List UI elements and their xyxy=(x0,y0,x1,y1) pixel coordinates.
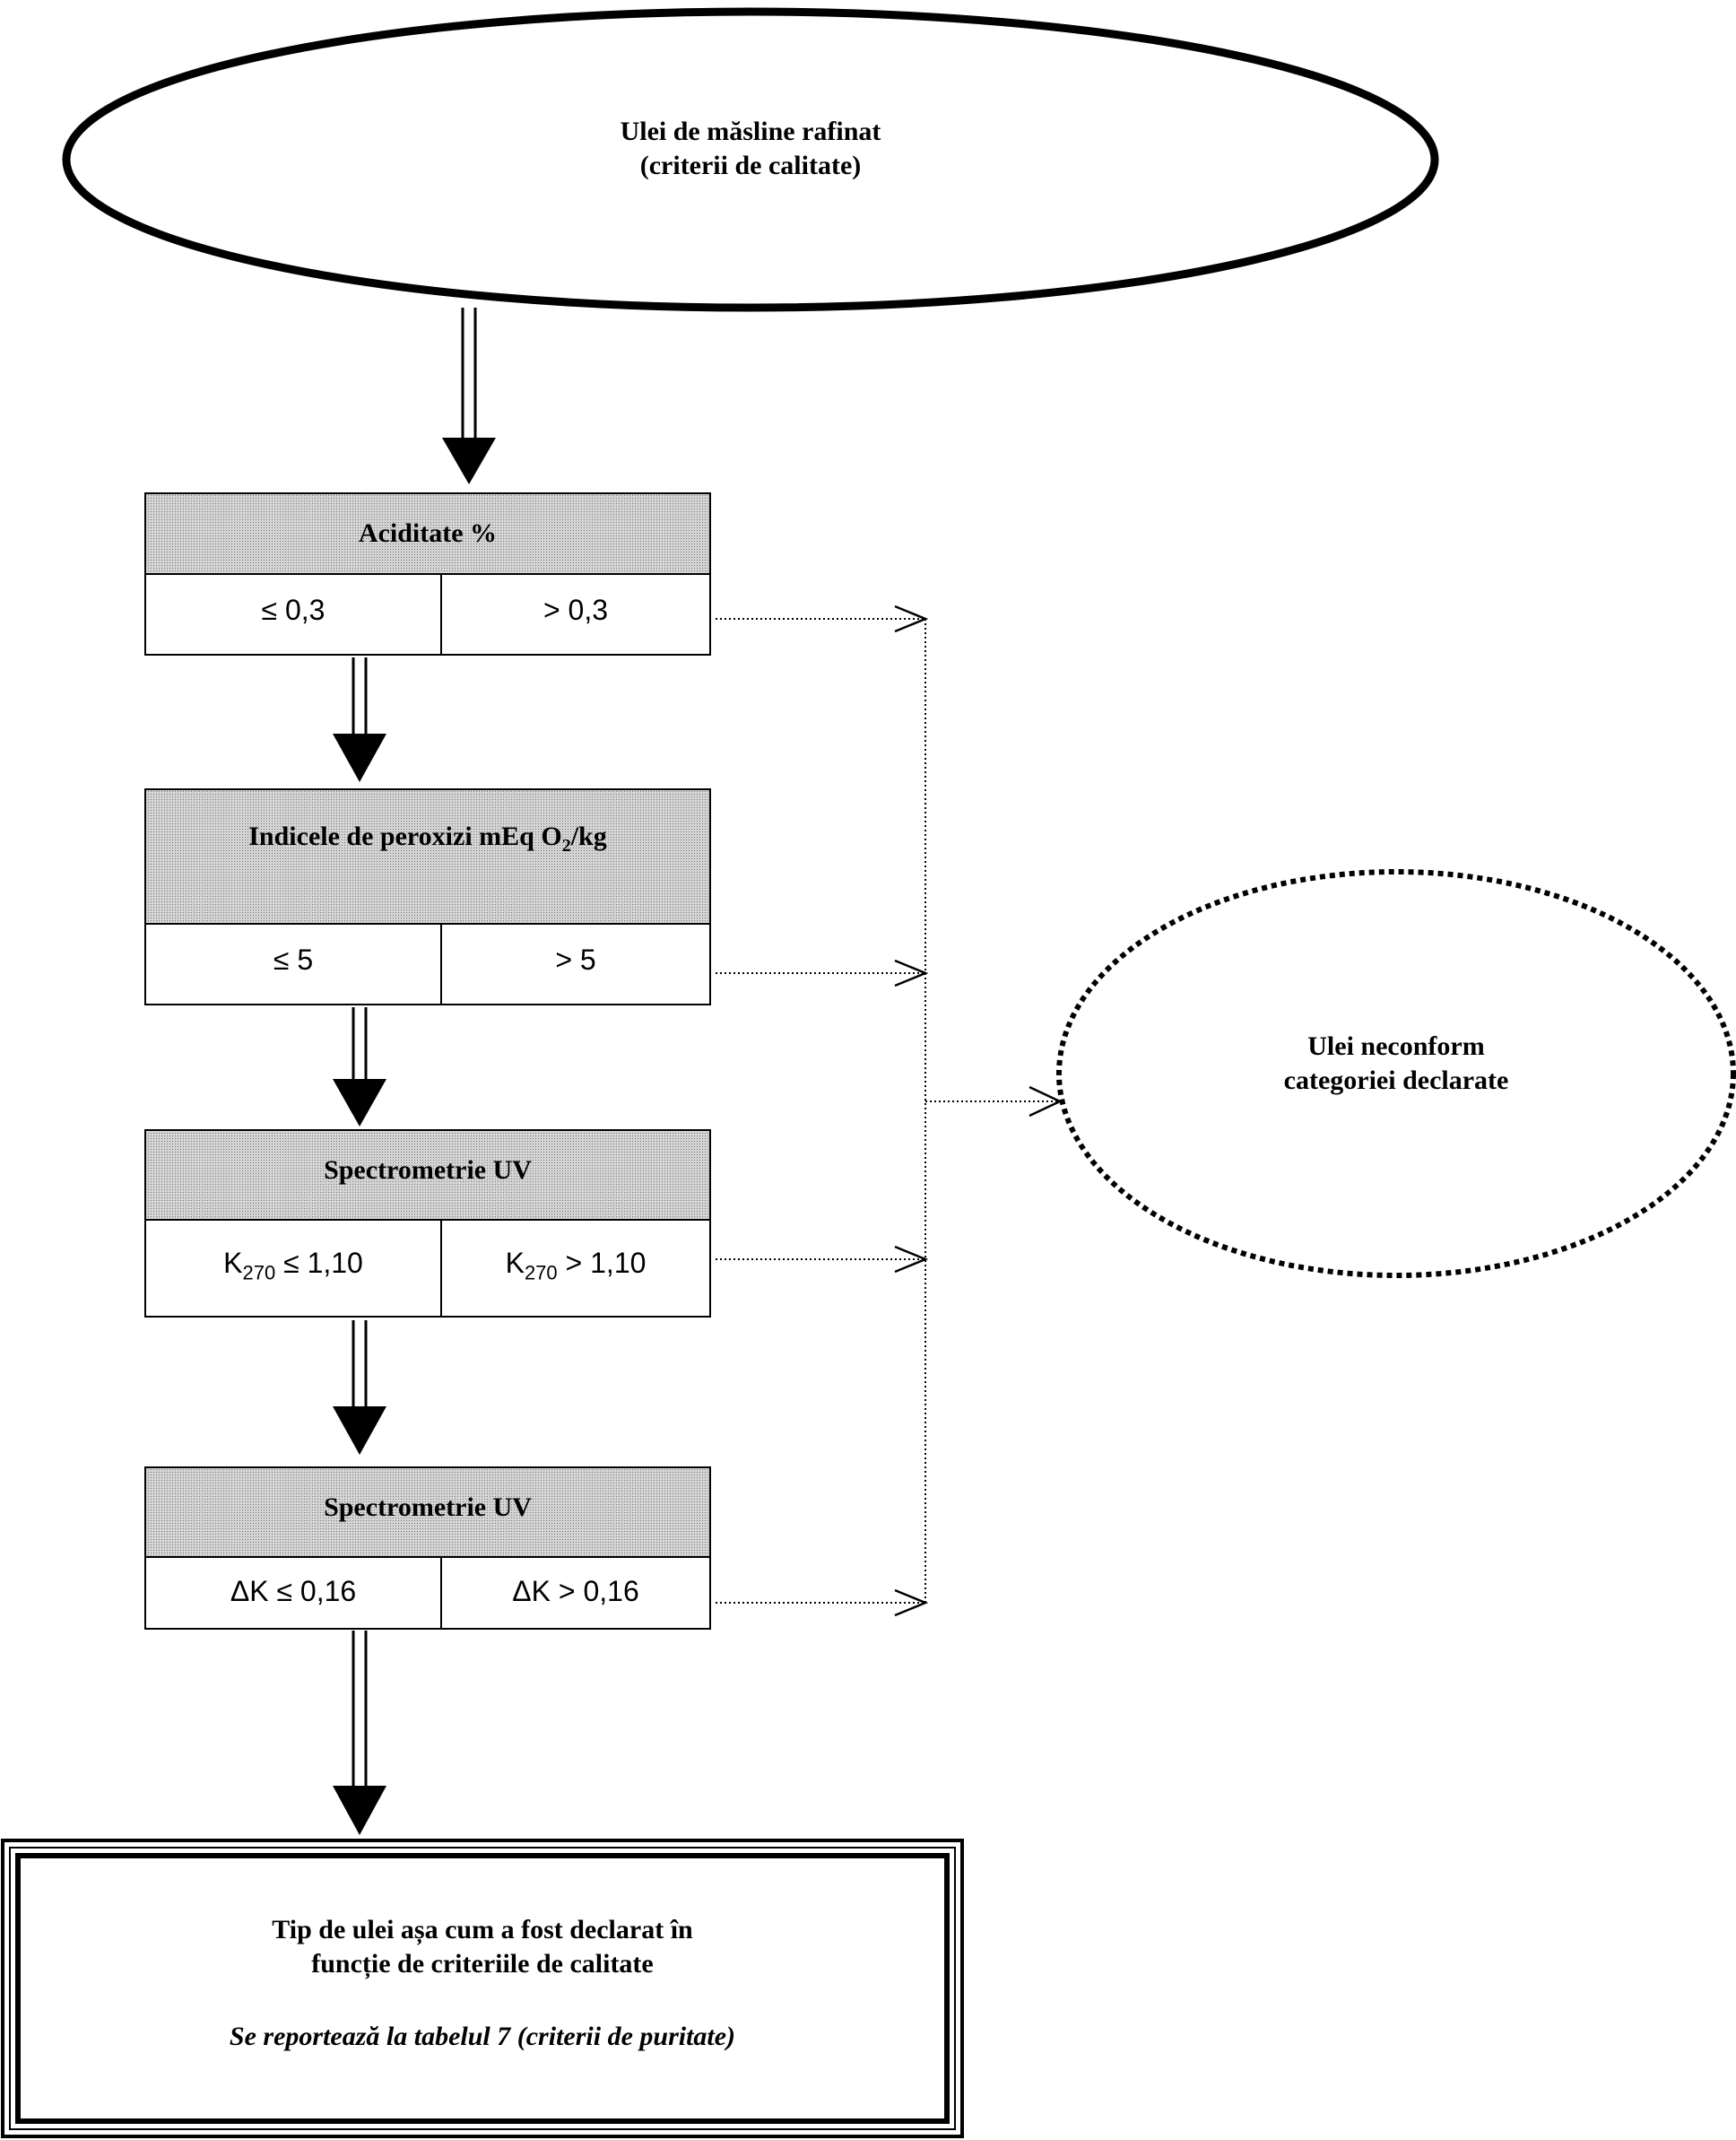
step-2-fail: > 5 xyxy=(441,924,710,996)
step-1-pass: ≤ 0,3 xyxy=(145,574,441,646)
start-line-1: Ulei de măsline rafinat xyxy=(620,117,881,146)
result-box xyxy=(1,1839,964,2138)
step-2-header-sub: 2 xyxy=(561,836,571,856)
reject-node xyxy=(1056,869,1736,1278)
flow-arrow-2 xyxy=(333,1007,386,1127)
flow-arrow-3 xyxy=(333,1320,386,1455)
step-2-pass-text: ≤ 5 xyxy=(273,944,314,976)
step-1-fail: > 0,3 xyxy=(441,574,710,646)
step-3-fail-prefix: K xyxy=(505,1246,525,1279)
step-4-header: Spectrometrie UV xyxy=(145,1467,710,1548)
step-box-peroxide xyxy=(144,788,711,1005)
step-1-header-text: Aciditate % xyxy=(358,518,498,549)
reject-line-1: Ulei neconform xyxy=(1307,1031,1485,1061)
start-node xyxy=(62,7,1439,312)
flow-arrow-4 xyxy=(333,1631,386,1835)
step-3-pass-prefix: K xyxy=(223,1246,243,1279)
step-2-header-text: Indicele de peroxizi mEq O2/kg xyxy=(248,820,606,857)
step-box-uv-deltak xyxy=(144,1466,711,1630)
step-3-fail: K270 > 1,10 xyxy=(441,1220,710,1309)
step-3-pass-text: K270 ≤ 1,10 xyxy=(223,1245,363,1285)
step-3-pass-sub: 270 xyxy=(242,1260,276,1283)
step-2-header-tail: /kg xyxy=(570,822,607,851)
step-4-pass-text: ΔK ≤ 0,16 xyxy=(230,1575,357,1607)
start-node-label: Ulei de măsline rafinat (criterii de cal… xyxy=(482,115,1020,182)
result-label: Tip de ulei așa cum a fost declarat în f… xyxy=(18,1913,947,2054)
step-3-header: Spectrometrie UV xyxy=(145,1130,710,1211)
step-3-pass-value: ≤ 1,10 xyxy=(275,1246,363,1279)
step-3-header-text: Spectrometrie UV xyxy=(324,1155,532,1186)
result-line-1: Tip de ulei așa cum a fost declarat în xyxy=(272,1915,693,1944)
reject-connectors xyxy=(716,618,1058,1604)
step-box-uv-k270 xyxy=(144,1129,711,1318)
start-line-2: (criterii de calitate) xyxy=(639,150,862,180)
step-2-header-main: Indicele de peroxizi mEq O xyxy=(248,822,562,851)
flow-arrow-1 xyxy=(333,657,386,782)
step-1-header: Aciditate % xyxy=(145,493,710,574)
step-3-pass: K270 ≤ 1,10 xyxy=(145,1220,441,1309)
result-line-2: funcție de criteriile de calitate xyxy=(311,1948,654,1979)
step-3-fail-value: > 1,10 xyxy=(557,1246,647,1279)
result-note: Se reportează la tabelul 7 (criterii de … xyxy=(229,2022,736,2051)
step-2-pass: ≤ 5 xyxy=(145,924,441,996)
step-2-fail-text: > 5 xyxy=(555,944,596,976)
flow-arrow-start xyxy=(442,308,496,484)
reject-node-label: Ulei neconform categoriei declarate xyxy=(1199,1030,1593,1097)
step-1-pass-text: ≤ 0,3 xyxy=(261,594,326,626)
step-4-header-text: Spectrometrie UV xyxy=(324,1492,532,1523)
step-1-fail-text: > 0,3 xyxy=(542,594,609,626)
step-2-header: Indicele de peroxizi mEq O2/kg xyxy=(145,789,710,888)
step-box-acidity xyxy=(144,492,711,656)
reject-line-2: categoriei declarate xyxy=(1283,1065,1509,1095)
step-3-fail-text: K270 > 1,10 xyxy=(506,1245,647,1285)
step-4-pass: ΔK ≤ 0,16 xyxy=(145,1557,441,1625)
step-4-fail-text: ΔK > 0,16 xyxy=(512,1575,639,1607)
step-3-fail-sub: 270 xyxy=(524,1260,558,1283)
reject-arrowheads xyxy=(894,605,1063,1617)
step-4-fail: ΔK > 0,16 xyxy=(441,1557,710,1625)
